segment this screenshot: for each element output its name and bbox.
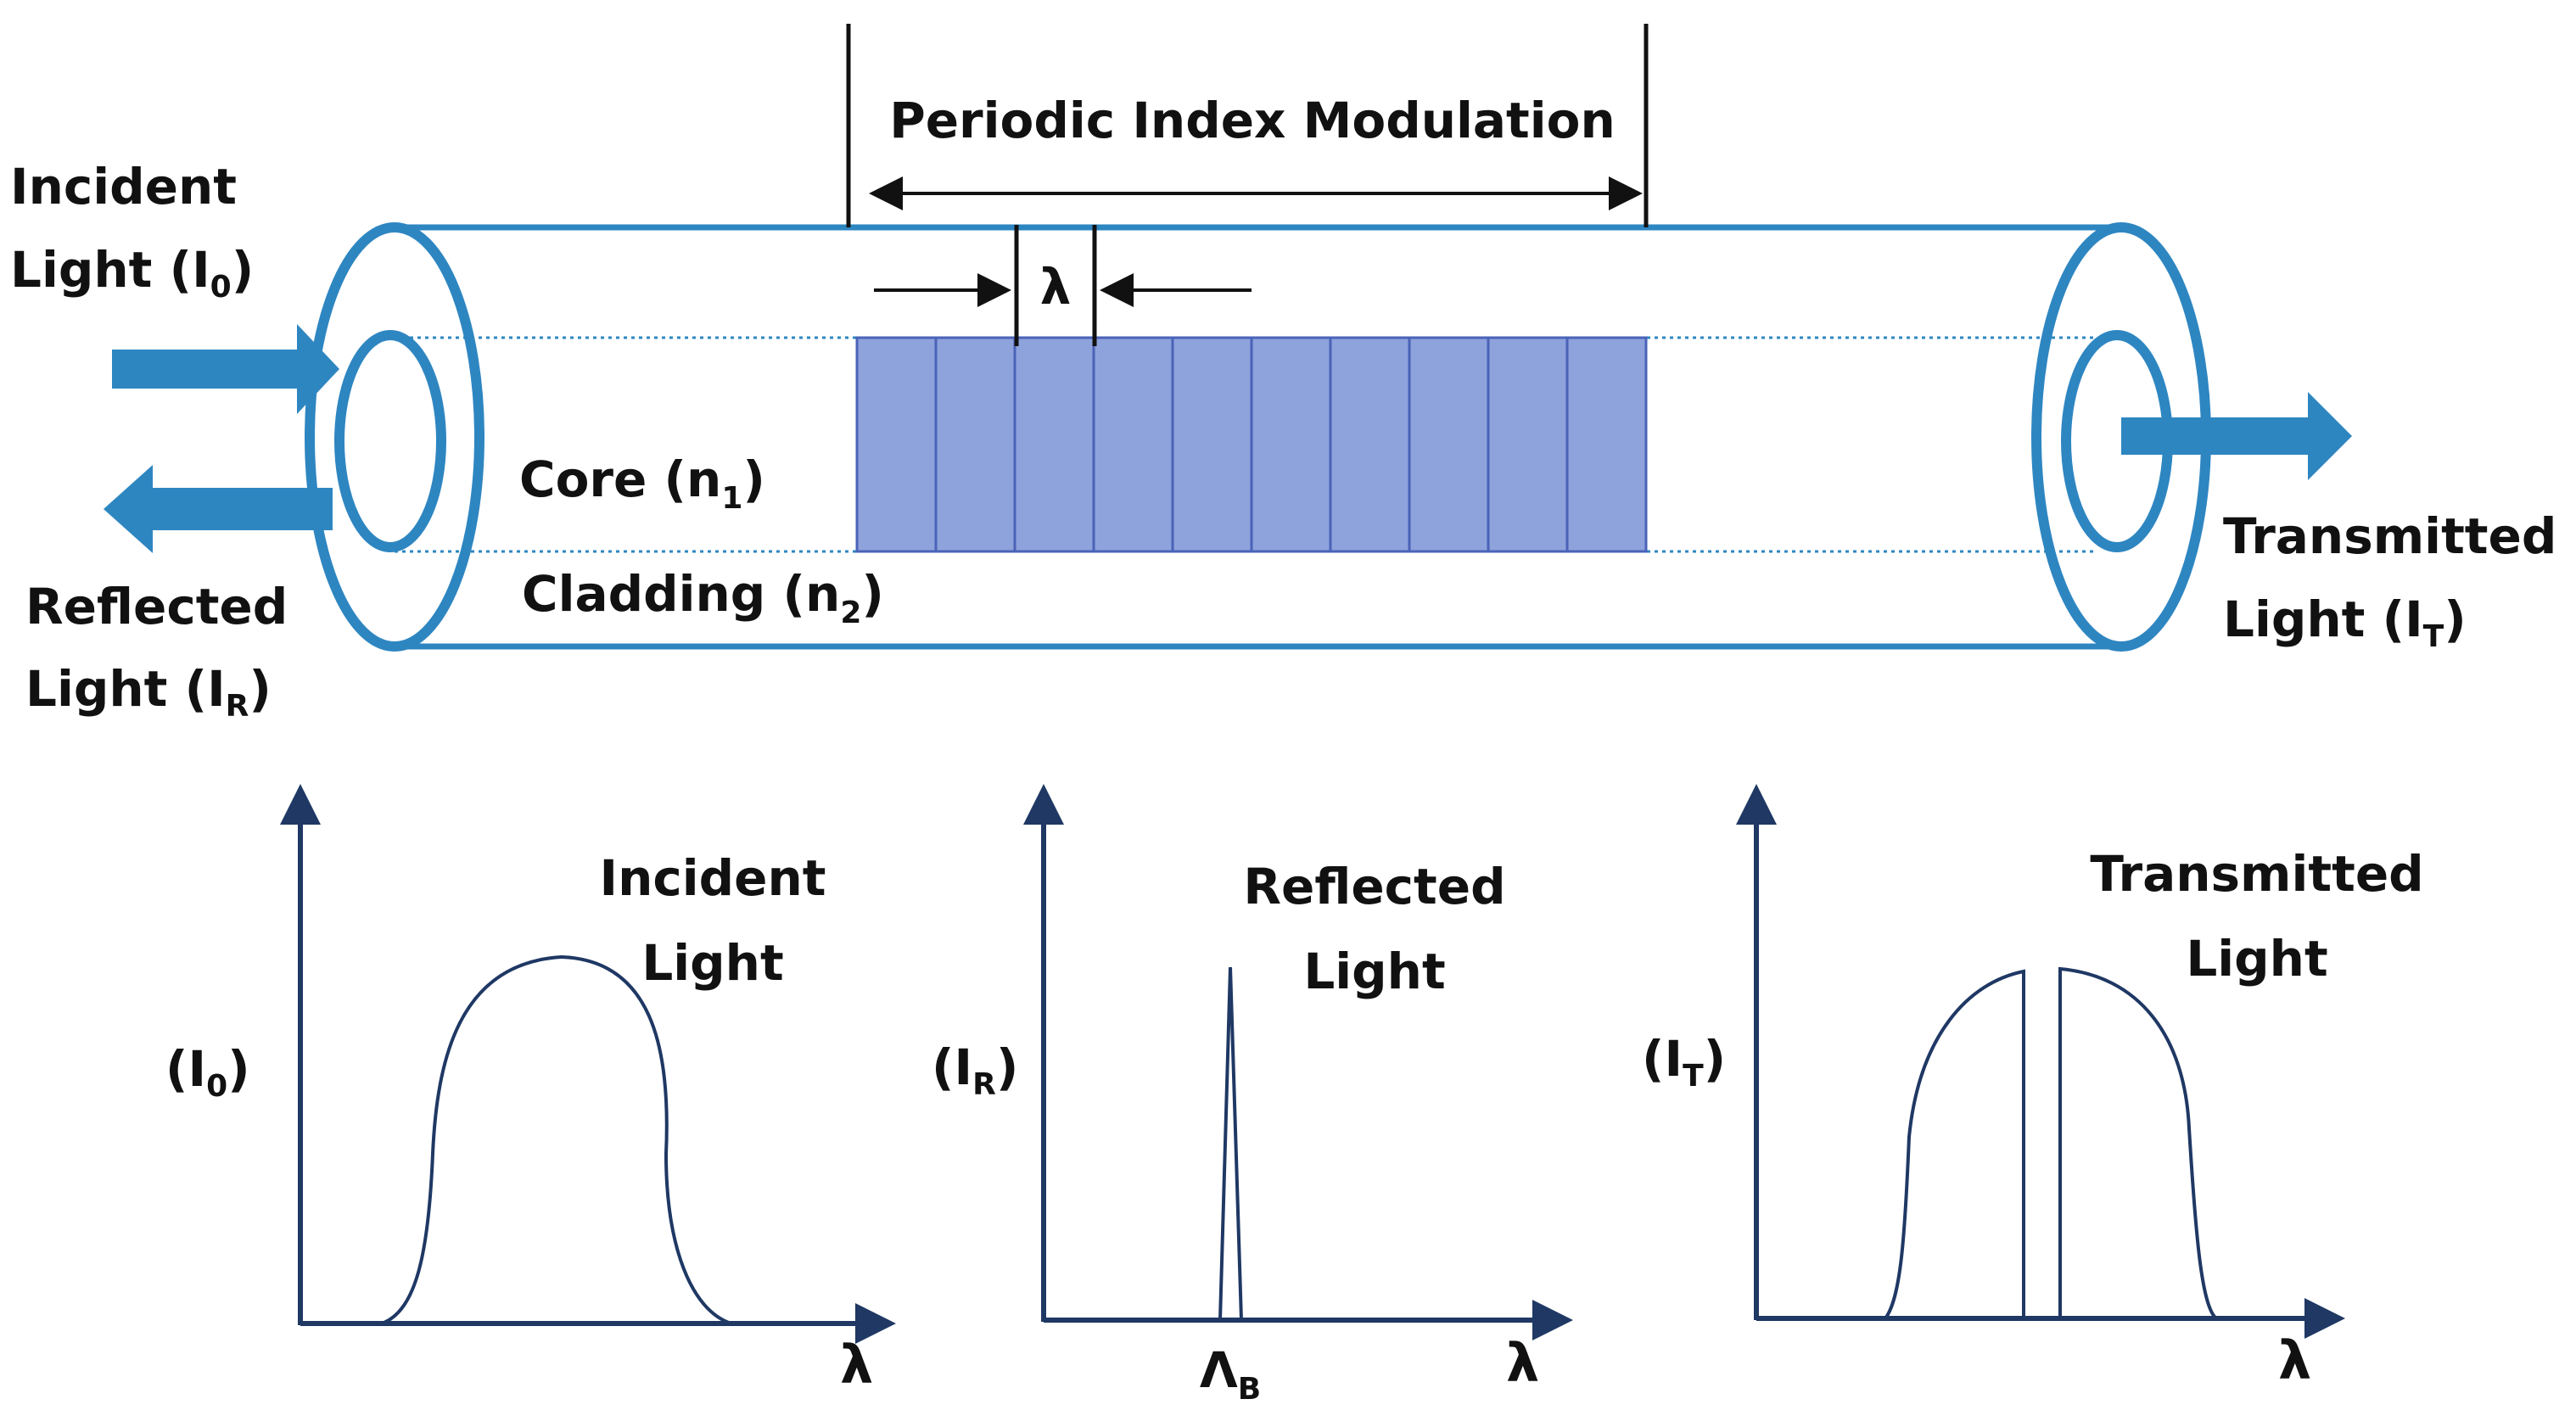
transmitted-plot-title-2: Light bbox=[2186, 930, 2327, 988]
incident-light-label-2: Light (I0) bbox=[10, 241, 254, 305]
incident-y-label: (I0) bbox=[165, 1040, 250, 1104]
transmitted-spectrum-curve bbox=[1884, 966, 2218, 1320]
grating-band bbox=[1092, 336, 1174, 553]
transmitted-y-label: (IT) bbox=[1642, 1030, 1726, 1094]
optical-fiber bbox=[305, 222, 2211, 652]
core-label: Core (n1) bbox=[519, 450, 765, 516]
grating-band bbox=[1329, 336, 1411, 553]
reflected-peak-curve bbox=[1218, 966, 1243, 1321]
transmitted-light-label: Transmitted bbox=[2223, 507, 2556, 565]
transmitted-x-label: λ bbox=[2278, 1329, 2311, 1391]
reflected-plot-title: Reflected bbox=[1243, 858, 1505, 915]
period-symbol: λ bbox=[1040, 258, 1072, 316]
reflected-y-label: (IR) bbox=[932, 1038, 1018, 1102]
incident-x-label: λ bbox=[840, 1334, 873, 1396]
reflected-plot-title-2: Light bbox=[1303, 943, 1445, 1000]
grating-band bbox=[1487, 336, 1569, 553]
reflected-x-label: λ bbox=[1506, 1332, 1539, 1394]
transmitted-arrow bbox=[2121, 392, 2352, 480]
grating-band bbox=[1250, 336, 1332, 553]
modulation-label: Periodic Index Modulation bbox=[889, 92, 1616, 149]
reflected-spectrum-plot: Reflected Light (IR) ΛB λ bbox=[932, 784, 1573, 1407]
incident-plot-title-2: Light bbox=[641, 934, 783, 992]
incident-plot-title: Incident bbox=[599, 849, 826, 907]
transmitted-plot-title: Transmitted bbox=[2090, 845, 2423, 903]
grating-band bbox=[1565, 336, 1648, 553]
transmitted-spectrum-plot: Transmitted Light (IT) λ bbox=[1642, 784, 2424, 1391]
reflected-arrow bbox=[104, 465, 333, 553]
reflected-light-label-2: Light (IR) bbox=[25, 660, 272, 724]
left-core-ring bbox=[334, 330, 446, 552]
incident-spectrum-plot: Incident Light (I0) λ bbox=[165, 784, 896, 1396]
bragg-grating bbox=[855, 336, 1648, 553]
grating-band bbox=[934, 336, 1016, 553]
reflected-light-label: Reflected bbox=[25, 578, 288, 635]
grating-band bbox=[855, 336, 938, 553]
cladding-label: Cladding (n2) bbox=[522, 565, 884, 630]
grating-band bbox=[1408, 336, 1490, 553]
bragg-wavelength-label: ΛB bbox=[1200, 1341, 1261, 1407]
modulation-annotation: Periodic Index Modulation λ bbox=[846, 24, 1649, 346]
grating-band bbox=[1171, 336, 1253, 553]
grating-band bbox=[1013, 336, 1095, 553]
incident-arrow bbox=[112, 324, 339, 414]
left-cladding-ring bbox=[305, 222, 484, 652]
transmitted-light-label-2: Light (IT) bbox=[2223, 590, 2467, 654]
incident-light-label: Incident bbox=[10, 158, 237, 215]
incident-spectrum-curve bbox=[381, 954, 732, 1325]
